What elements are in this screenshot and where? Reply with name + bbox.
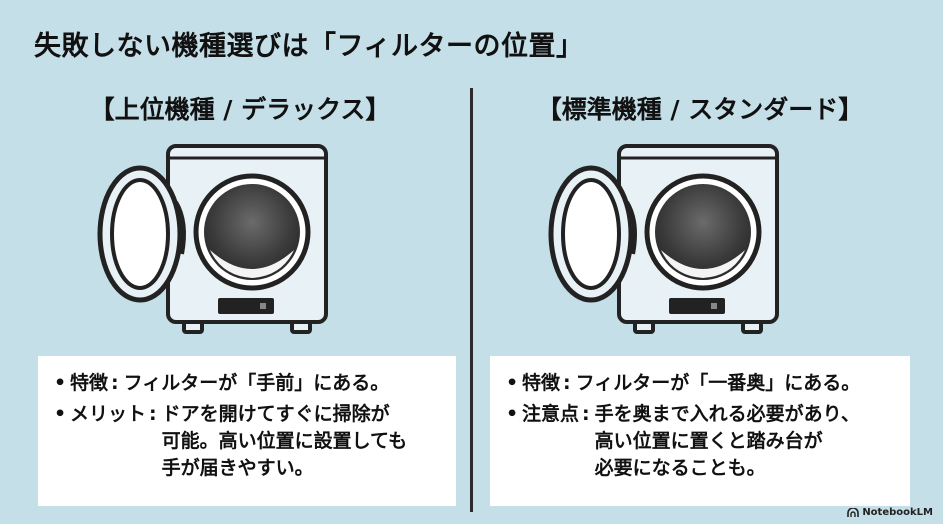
item-colon: :: [149, 403, 157, 425]
item-value: フィルターが「手前」にある。: [123, 372, 390, 394]
left-info-card: • 特徴 : フィルターが「手前」にある。 • メリット : ドアを開けてすぐに…: [38, 356, 456, 506]
bullet-dot: •: [54, 372, 67, 394]
dryer-icon: [97, 144, 328, 334]
dryer-icon: [548, 144, 779, 334]
item-label: 特徴: [522, 372, 561, 394]
page-title: 失敗しない機種選びは「フィルターの位置」: [34, 31, 584, 62]
brand-label: NotebookLM: [862, 507, 933, 518]
item-colon: :: [563, 372, 571, 394]
item-label: 特徴: [70, 372, 109, 394]
item-label: メリット: [70, 403, 147, 425]
right-info-card: • 特徴 : フィルターが「一番奥」にある。 • 注意点 : 手を奥まで入れる必…: [490, 356, 910, 506]
brand-watermark: NotebookLM: [847, 507, 933, 518]
center-divider: [470, 88, 473, 512]
item-colon: :: [582, 403, 590, 425]
notebooklm-logo-icon: [847, 507, 860, 517]
left-item-feature: • 特徴 : フィルターが「手前」にある。: [54, 370, 456, 397]
bullet-dot: •: [54, 403, 67, 425]
bullet-dot: •: [506, 403, 519, 425]
right-item-caution: • 注意点 : 手を奥まで入れる必要があり、 高い位置に置くと踏み台が 必要にな…: [506, 401, 910, 482]
item-value: フィルターが「一番奥」にある。: [575, 372, 861, 394]
item-value: 手を奥まで入れる必要があり、 高い位置に置くと踏み台が 必要になることも。: [594, 403, 860, 479]
item-value: ドアを開けてすぐに掃除が 可能。高い位置に設置しても 手が届きやすい。: [161, 403, 408, 479]
right-item-feature: • 特徴 : フィルターが「一番奥」にある。: [506, 370, 910, 397]
left-item-merit: • メリット : ドアを開けてすぐに掃除が 可能。高い位置に設置しても 手が届き…: [54, 401, 456, 482]
right-panel-heading: 【標準機種 / スタンダード】: [536, 95, 864, 124]
left-panel-heading: 【上位機種 / デラックス】: [89, 95, 391, 124]
bullet-dot: •: [506, 372, 519, 394]
item-label: 注意点: [522, 403, 580, 425]
item-colon: :: [111, 372, 119, 394]
